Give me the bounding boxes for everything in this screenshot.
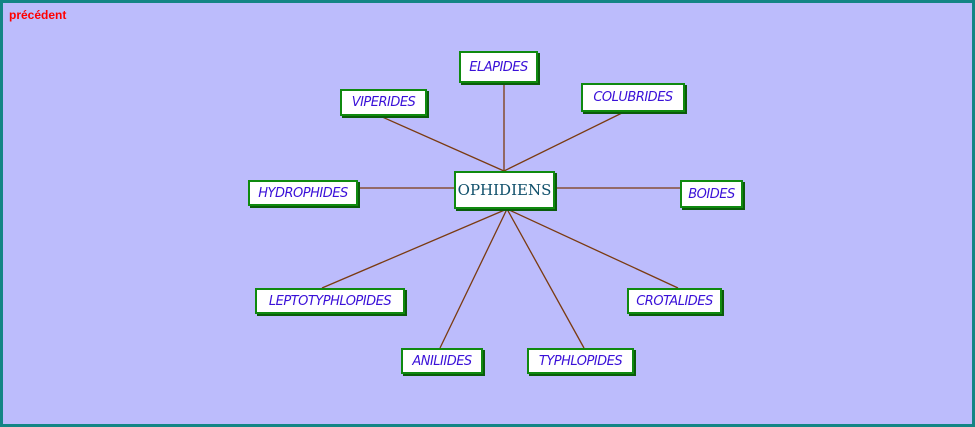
- node-colubrides: COLUBRIDES: [581, 83, 685, 112]
- node-typhlopides: TYPHLOPIDES: [527, 348, 634, 374]
- node-aniliides: ANILIIDES: [401, 348, 483, 374]
- connector-colubrides: [503, 111, 625, 172]
- connector-aniliides: [439, 208, 508, 349]
- node-viperides: VIPERIDES: [340, 89, 427, 116]
- node-ophidiens: OPHIDIENS: [454, 171, 555, 209]
- connector-leptotyphlopides: [321, 208, 508, 289]
- node-hydrophides: HYDROPHIDES: [248, 180, 358, 206]
- connector-viperides: [379, 115, 505, 172]
- previous-link[interactable]: précédent: [9, 8, 67, 22]
- node-boides: BOIDES: [680, 180, 743, 208]
- connector-crotalides: [506, 208, 679, 289]
- node-crotalides: CROTALIDES: [627, 288, 722, 314]
- node-elapides: ELAPIDES: [459, 51, 538, 83]
- connector-typhlopides: [506, 208, 585, 349]
- node-leptotyphlopides: LEPTOTYPHLOPIDES: [255, 288, 405, 314]
